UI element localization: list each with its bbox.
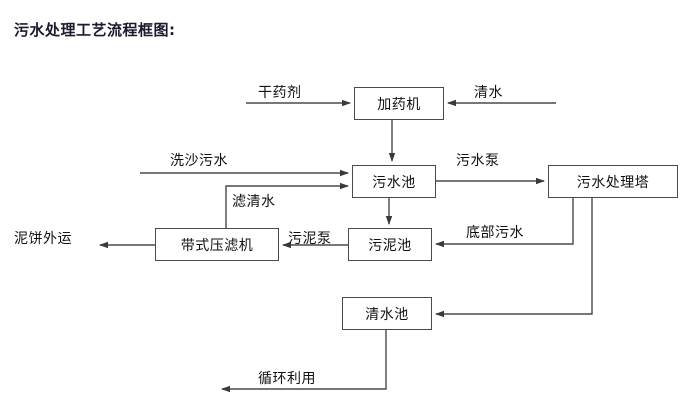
edge-label-dry-agent: 干药剂 [258, 85, 302, 101]
node-clear-water-pool[interactable]: 清水池 [342, 297, 432, 330]
edge-label-sewage-pump: 污水泵 [456, 153, 500, 169]
edge-tower-to-sludge-pool [435, 198, 574, 248]
node-label: 污泥池 [368, 237, 412, 254]
page-title: 污水处理工艺流程框图: [14, 21, 176, 39]
edge-label-sludge-pump: 污泥泵 [288, 231, 332, 247]
node-label: 清水池 [365, 306, 409, 323]
edge-tower-to-clear-water-pool [435, 198, 593, 318]
node-dosing-machine[interactable]: 加药机 [354, 87, 444, 120]
edge-label-sand-wash-sewage: 洗沙污水 [170, 153, 228, 169]
edge-clear-water-pool-to-recycle [221, 330, 387, 393]
node-label: 污水池 [372, 174, 416, 191]
node-sludge-pool[interactable]: 污泥池 [348, 228, 432, 261]
node-sewage-pool[interactable]: 污水池 [352, 165, 436, 198]
node-label: 加药机 [377, 96, 421, 113]
edge-filtered-water-to-sewage-pool [225, 182, 349, 228]
node-treatment-tower[interactable]: 污水处理塔 [548, 165, 678, 198]
edge-label-filtered-water: 滤清水 [232, 194, 276, 210]
node-label: 污水处理塔 [576, 174, 650, 191]
node-label: 带式压滤机 [180, 237, 254, 254]
edge-label-mud-cake-out: 泥饼外运 [14, 231, 72, 247]
edge-label-clean-water: 清水 [474, 85, 503, 101]
edge-label-bottom-sewage: 底部污水 [466, 225, 524, 241]
node-belt-filter-press[interactable]: 带式压滤机 [155, 228, 279, 261]
edge-label-recycle-reuse: 循环利用 [258, 371, 316, 387]
